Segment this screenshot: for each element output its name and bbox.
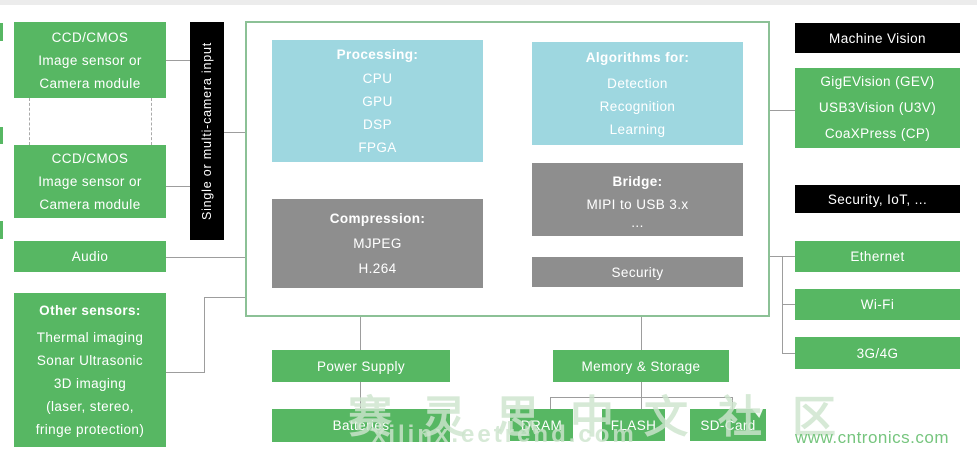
other-sensors-line: Thermal imaging <box>36 330 144 345</box>
processing-item: CPU <box>362 71 393 86</box>
camera-input-bar: Single or multi-camera input <box>190 22 224 240</box>
connector-dram-drop <box>550 397 551 409</box>
dram-box: DRAM <box>510 409 573 441</box>
connector-camera-dashed-left <box>29 98 30 145</box>
batteries-box: Batteries <box>272 409 450 442</box>
connector-flash-drop <box>641 397 642 409</box>
wifi-box: Wi-Fi <box>795 289 960 320</box>
audio-label: Audio <box>71 249 109 264</box>
flash-box: FLASH <box>602 409 665 441</box>
vision-protocol-item: USB3Vision (U3V) <box>818 100 937 115</box>
connector-core-vision <box>770 110 795 111</box>
connector-camera1-input <box>166 60 190 61</box>
edge-dash <box>0 23 3 41</box>
other-sensors-box: Other sensors: Thermal imaging Sonar Ult… <box>14 293 166 447</box>
bridge-item: ... <box>631 214 644 230</box>
connector-3g4g-stub <box>782 353 795 354</box>
bridge-box: Bridge: MIPI to USB 3.x ... <box>532 163 743 236</box>
bridge-title: Bridge: <box>612 173 663 189</box>
camera-module-2-line: Image sensor or <box>38 174 142 189</box>
vision-protocol-item: GigEVision (GEV) <box>820 74 935 89</box>
compression-title: Compression: <box>329 211 426 226</box>
edge-dash <box>0 127 3 144</box>
connector-power-batteries <box>360 382 361 409</box>
connector-memory-bracket <box>641 382 642 397</box>
wifi-label: Wi-Fi <box>860 297 895 312</box>
connector-sensors-riser <box>204 297 205 373</box>
machine-vision-header: Machine Vision <box>795 23 960 53</box>
other-sensors-line: Sonar Ultrasonic <box>36 353 144 368</box>
other-sensors-line: fringe protection) <box>35 422 145 437</box>
top-divider <box>0 0 977 5</box>
camera-module-1-line: Camera module <box>39 75 141 91</box>
ethernet-label: Ethernet <box>850 249 905 264</box>
camera-module-2-line: Camera module <box>39 197 141 212</box>
flash-label: FLASH <box>610 417 657 433</box>
other-sensors-line: 3D imaging <box>53 376 127 391</box>
processing-box: Processing: CPU GPU DSP FPGA <box>272 40 483 162</box>
compression-box: Compression: MJPEG H.264 <box>272 199 483 288</box>
connector-core-memory <box>641 317 642 350</box>
camera-module-1-line: Image sensor or <box>38 52 142 68</box>
camera-module-2-box: CCD/CMOS Image sensor or Camera module <box>14 145 166 218</box>
processing-item: GPU <box>362 94 393 109</box>
connector-audio-core <box>166 257 245 258</box>
compression-item: H.264 <box>358 261 397 276</box>
algorithms-item: Detection <box>607 76 668 91</box>
camera-module-1-line: CCD/CMOS <box>51 29 129 45</box>
security-iot-header: Security, IoT, ... <box>795 185 960 213</box>
connector-wifi-stub <box>782 304 795 305</box>
memory-storage-label: Memory & Storage <box>581 358 701 374</box>
connector-camera2-input <box>166 186 190 187</box>
watermark-corner: www.cntronics.com <box>795 428 949 447</box>
machine-vision-label: Machine Vision <box>829 30 926 46</box>
connector-sensors-elbow <box>166 372 204 373</box>
sdcard-label: SD-Card <box>700 417 756 433</box>
power-supply-box: Power Supply <box>272 350 450 382</box>
processing-item: FPGA <box>358 140 397 155</box>
connector-input-core <box>224 132 245 133</box>
watermark-sub: xilinx.eetrend.com <box>372 421 637 448</box>
power-supply-label: Power Supply <box>316 358 406 374</box>
ethernet-box: Ethernet <box>795 241 960 272</box>
algorithms-box: Algorithms for: Detection Recognition Le… <box>532 42 743 145</box>
algorithms-title: Algorithms for: <box>585 50 690 65</box>
bridge-item: MIPI to USB 3.x <box>586 196 689 212</box>
connector-sdcard-drop <box>732 397 733 409</box>
compression-item: MJPEG <box>353 236 402 251</box>
cellular-label: 3G/4G <box>856 345 899 361</box>
algorithms-item: Recognition <box>599 99 676 114</box>
security-box: Security <box>532 257 743 287</box>
audio-box: Audio <box>14 241 166 272</box>
watermark-main: 赛灵思中文社区 <box>348 393 866 442</box>
cellular-box: 3G/4G <box>795 337 960 369</box>
processing-item: DSP <box>363 117 392 132</box>
camera-module-2-line: CCD/CMOS <box>51 151 129 166</box>
connector-camera-dashed-right <box>151 98 152 145</box>
other-sensors-line: (laser, stereo, <box>46 399 134 414</box>
other-sensors-title: Other sensors: <box>39 303 141 318</box>
camera-input-bar-label: Single or multi-camera input <box>200 41 214 221</box>
security-label: Security <box>611 264 664 280</box>
processing-title: Processing: <box>336 47 419 62</box>
security-iot-label: Security, IoT, ... <box>827 191 928 207</box>
vision-protocols-box: GigEVision (GEV) USB3Vision (U3V) CoaXPr… <box>795 68 960 148</box>
vision-protocol-item: CoaXPress (CP) <box>824 126 931 141</box>
batteries-label: Batteries <box>332 418 390 433</box>
connector-core-power <box>360 317 361 350</box>
connector-sensors-core <box>204 297 245 298</box>
camera-module-1-box: CCD/CMOS Image sensor or Camera module <box>14 22 166 98</box>
sdcard-box: SD-Card <box>690 409 766 441</box>
memory-storage-box: Memory & Storage <box>553 350 729 382</box>
edge-dash <box>0 221 3 239</box>
algorithms-item: Learning <box>609 122 666 137</box>
dram-label: DRAM <box>520 417 563 433</box>
